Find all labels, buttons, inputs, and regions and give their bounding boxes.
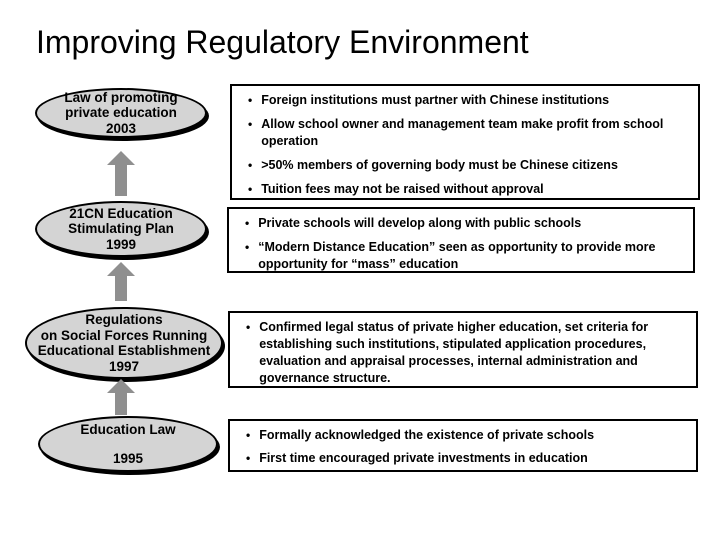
up-arrow-icon — [107, 379, 135, 415]
node-year: 1999 — [105, 236, 137, 252]
bullet-text: First time encouraged private investment… — [259, 451, 588, 465]
bullet-icon: • — [246, 320, 251, 334]
node-label-line: Stimulating Plan — [68, 221, 174, 237]
bullet-icon: • — [246, 451, 251, 465]
bullet-item: • “Modern Distance Education” seen as op… — [245, 239, 683, 273]
bullet-text: Private schools will develop along with … — [258, 216, 582, 230]
node-year: 2003 — [105, 120, 137, 136]
bullet-text: Tuition fees may not be raised without a… — [261, 182, 544, 196]
panel-2003-details: • Foreign institutions must partner with… — [230, 84, 700, 200]
up-arrow-icon — [107, 262, 135, 301]
node-year: 1995 — [112, 450, 144, 466]
bullet-item: • >50% members of governing body must be… — [248, 157, 688, 174]
node-label-line: Regulations — [85, 312, 163, 327]
bullet-item: • Tuition fees may not be raised without… — [248, 181, 688, 198]
bullet-icon: • — [248, 182, 253, 196]
bullet-item: • Allow school owner and management team… — [248, 116, 688, 150]
bullet-text: Foreign institutions must partner with C… — [261, 93, 610, 107]
bullet-text: Formally acknowledged the existence of p… — [259, 428, 595, 442]
up-arrow-shaft — [115, 276, 127, 301]
node-label-line: private education — [65, 105, 177, 121]
bullet-item: • Confirmed legal status of private high… — [246, 319, 686, 387]
up-arrow-head — [107, 151, 135, 165]
up-arrow-head — [107, 262, 135, 276]
bullet-text: “Modern Distance Education” seen as oppo… — [258, 240, 656, 271]
up-arrow-head — [107, 379, 135, 393]
bullet-icon: • — [248, 93, 253, 107]
bullet-item: • First time encouraged private investme… — [246, 450, 686, 467]
bullet-icon: • — [248, 158, 253, 172]
timeline-node-2003: Law of promoting private education 2003 — [35, 88, 207, 138]
node-label-line: 21CN Education — [69, 205, 173, 221]
up-arrow-icon — [107, 151, 135, 196]
bullet-icon: • — [246, 428, 251, 442]
panel-1997-details: • Confirmed legal status of private high… — [228, 311, 698, 388]
timeline-node-1995: Education Law 1995 — [38, 416, 218, 472]
node-label-line: Educational Establishment — [37, 343, 211, 358]
bullet-icon: • — [248, 117, 253, 131]
up-arrow-shaft — [115, 165, 127, 196]
node-label-line: on Social Forces Running — [40, 327, 208, 343]
node-year: 1997 — [108, 358, 140, 374]
page-title: Improving Regulatory Environment — [36, 24, 529, 60]
panel-1995-details: • Formally acknowledged the existence of… — [228, 419, 698, 472]
timeline-node-1997: Regulations on Social Forces Running Edu… — [25, 307, 223, 379]
bullet-text: Allow school owner and management team m… — [261, 117, 664, 148]
bullet-item: • Private schools will develop along wit… — [245, 215, 683, 232]
bullet-item: • Formally acknowledged the existence of… — [246, 427, 686, 444]
panel-1999-details: • Private schools will develop along wit… — [227, 207, 695, 273]
bullet-icon: • — [245, 240, 250, 254]
bullet-text: Confirmed legal status of private higher… — [259, 320, 649, 385]
timeline-node-1999: 21CN Education Stimulating Plan 1999 — [35, 201, 207, 257]
node-label-line: Education Law — [80, 422, 176, 437]
bullet-item: • Foreign institutions must partner with… — [248, 92, 688, 109]
up-arrow-shaft — [115, 393, 127, 415]
bullet-icon: • — [245, 216, 250, 230]
bullet-text: >50% members of governing body must be C… — [261, 158, 618, 172]
node-label-line: Law of promoting — [64, 89, 178, 105]
